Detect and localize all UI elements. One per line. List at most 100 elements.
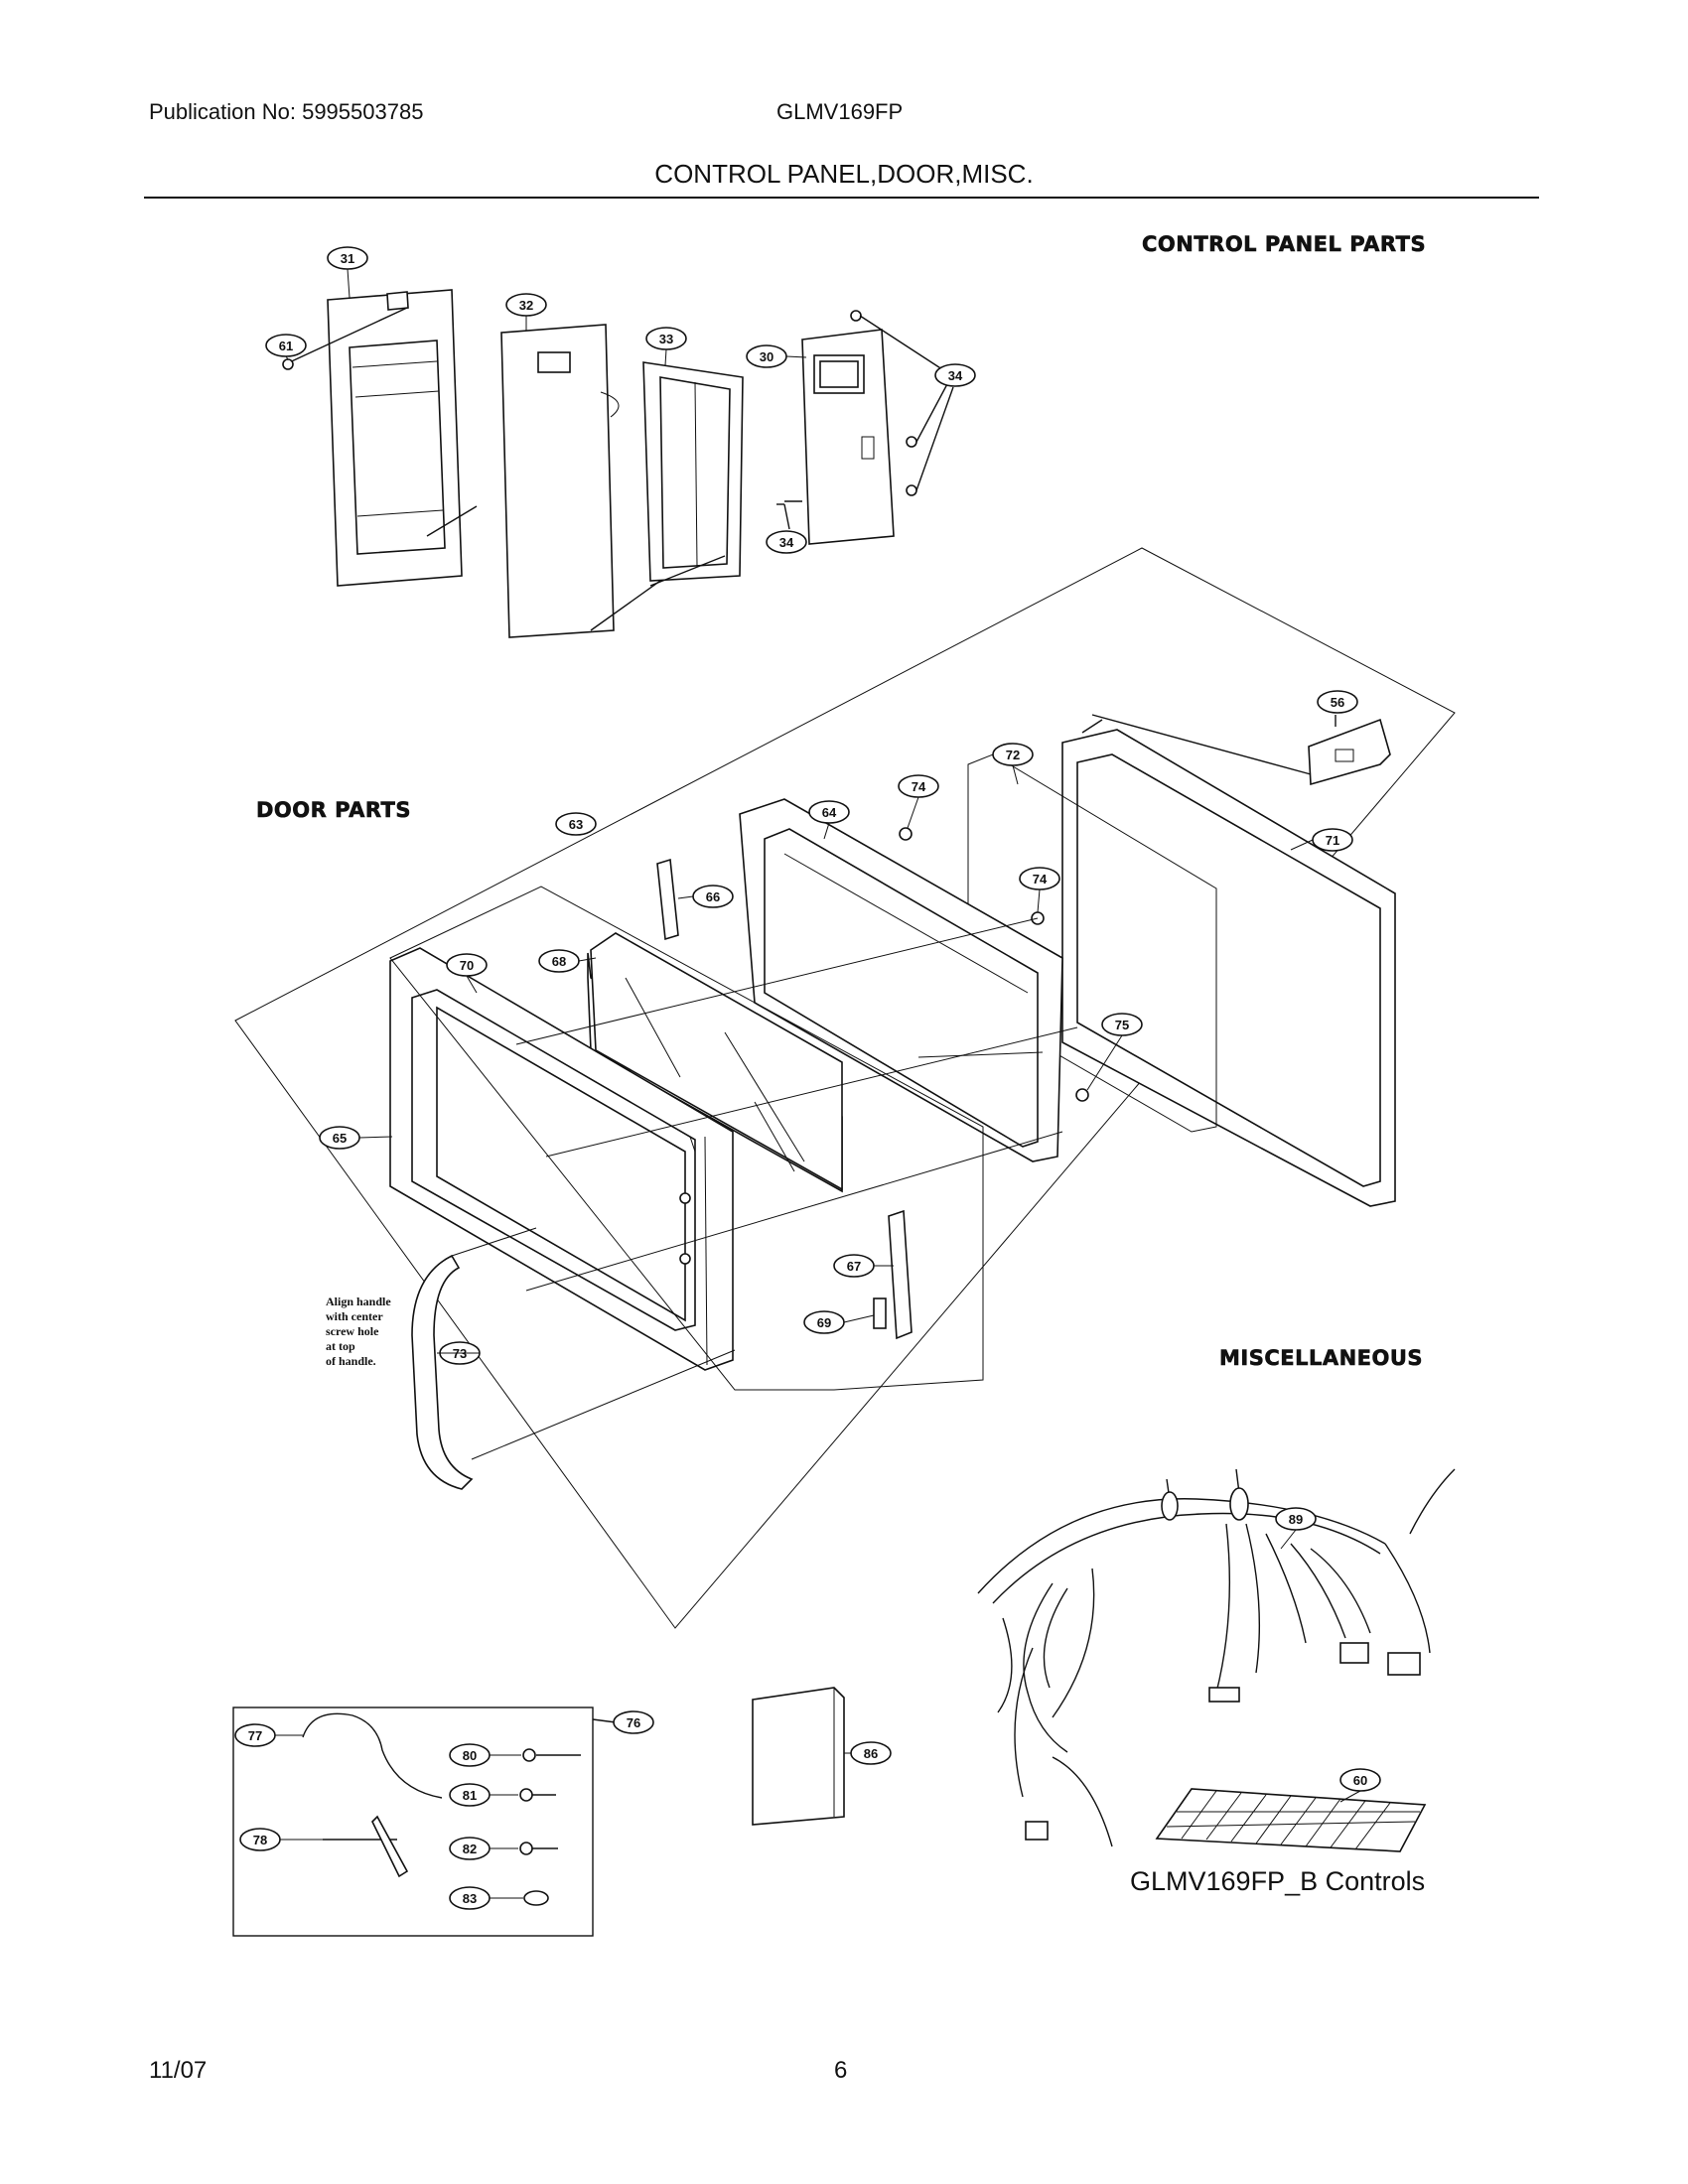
control-bracket — [642, 361, 744, 587]
door-assembly-outline — [389, 886, 984, 1391]
callout-60: 60 — [1339, 1768, 1381, 1792]
svg-text:63: 63 — [569, 817, 583, 832]
svg-text:80: 80 — [463, 1748, 477, 1763]
callout-70: 70 — [446, 953, 488, 977]
svg-text:33: 33 — [659, 332, 673, 346]
publication-number: Publication No: 5995503785 — [149, 99, 424, 124]
callout-64: 64 — [808, 800, 850, 824]
svg-text:77: 77 — [248, 1728, 262, 1743]
footer-page-number: 6 — [834, 2057, 848, 2084]
svg-text:70: 70 — [460, 958, 474, 973]
callout-77: 77 — [234, 1723, 276, 1747]
model-number: GLMV169FP — [776, 99, 904, 124]
wiring-harness — [977, 1468, 1456, 1847]
svg-text:72: 72 — [1006, 748, 1020, 762]
callout-80: 80 — [449, 1743, 491, 1767]
mounting-hardware-kit — [232, 1706, 617, 1937]
svg-text:at top: at top — [326, 1339, 355, 1353]
svg-text:64: 64 — [822, 805, 837, 820]
misc-parts — [232, 1468, 1456, 1937]
svg-text:Align handle: Align handle — [326, 1295, 391, 1308]
callout-81: 81 — [449, 1783, 491, 1807]
callout-74: 74 — [898, 774, 939, 798]
svg-text:66: 66 — [706, 889, 720, 904]
callout-66: 66 — [692, 885, 734, 908]
svg-text:60: 60 — [1353, 1773, 1367, 1788]
svg-text:65: 65 — [333, 1131, 347, 1146]
callout-61: 61 — [265, 334, 307, 357]
callout-33: 33 — [645, 327, 687, 350]
svg-text:89: 89 — [1289, 1512, 1303, 1527]
callout-34: 34 — [766, 530, 807, 554]
svg-text:82: 82 — [463, 1842, 477, 1856]
choke-strip — [656, 858, 679, 941]
door-parts — [234, 547, 1456, 1629]
svg-text:69: 69 — [817, 1315, 831, 1330]
callout-74: 74 — [1019, 867, 1060, 890]
shield-sheet — [1155, 1788, 1427, 1852]
svg-text:78: 78 — [253, 1833, 267, 1847]
svg-text:86: 86 — [864, 1746, 878, 1761]
inner-door-frame — [739, 798, 1063, 1162]
callout-82: 82 — [449, 1837, 491, 1860]
callout-34: 34 — [934, 363, 976, 387]
callout-89: 89 — [1275, 1507, 1317, 1531]
callout-30: 30 — [746, 344, 787, 368]
callout-83: 83 — [449, 1886, 491, 1910]
section-label-misc: MISCELLANEOUS — [1219, 1346, 1423, 1370]
callout-63: 63 — [555, 812, 597, 836]
door-window — [587, 932, 843, 1193]
svg-text:screw hole: screw hole — [326, 1324, 379, 1338]
screw-61 — [282, 358, 294, 370]
svg-text:of handle.: of handle. — [326, 1354, 376, 1368]
svg-text:32: 32 — [519, 298, 533, 313]
section-label-door: DOOR PARTS — [256, 798, 411, 822]
control-panel-parts — [282, 289, 954, 638]
callout-67: 67 — [833, 1254, 875, 1278]
svg-text:74: 74 — [912, 779, 926, 794]
handle-alignment-note: Align handle with center screw hole at t… — [326, 1295, 391, 1368]
svg-text:83: 83 — [463, 1891, 477, 1906]
outer-door — [389, 947, 734, 1371]
owners-manual — [752, 1687, 845, 1826]
diagram-caption: GLMV169FP_B Controls — [1130, 1866, 1425, 1896]
control-panel-frame — [282, 289, 478, 587]
svg-text:56: 56 — [1331, 695, 1344, 710]
svg-text:30: 30 — [760, 349, 774, 364]
callouts: 31 61 32 33 30 34 34 56 72 71 64 74 74 6… — [234, 246, 1381, 1910]
svg-text:61: 61 — [279, 339, 293, 353]
control-board — [776, 310, 917, 545]
svg-text:67: 67 — [847, 1259, 861, 1274]
callout-68: 68 — [538, 949, 580, 973]
callout-86: 86 — [850, 1741, 892, 1765]
callout-78: 78 — [239, 1828, 281, 1851]
callout-leaders — [275, 268, 1361, 1899]
svg-text:74: 74 — [1033, 872, 1048, 887]
callout-75: 75 — [1101, 1013, 1143, 1036]
door-bracket — [1091, 714, 1391, 786]
footer-date: 11/07 — [149, 2057, 208, 2084]
callout-69: 69 — [803, 1310, 845, 1334]
door-latch — [873, 1209, 913, 1340]
door-liner — [1061, 719, 1396, 1207]
callout-56: 56 — [1317, 690, 1358, 714]
svg-text:68: 68 — [552, 954, 566, 969]
page-title: CONTROL PANEL,DOOR,MISC. — [654, 159, 1034, 189]
svg-text:75: 75 — [1115, 1018, 1129, 1032]
callout-72: 72 — [992, 743, 1034, 766]
door-handle — [411, 1254, 474, 1490]
svg-text:71: 71 — [1326, 833, 1339, 848]
svg-text:81: 81 — [463, 1788, 477, 1803]
svg-text:34: 34 — [948, 368, 963, 383]
callout-32: 32 — [505, 293, 547, 317]
title-rule — [144, 197, 1539, 199]
callout-31: 31 — [327, 246, 368, 270]
svg-text:76: 76 — [627, 1715, 640, 1730]
callout-71: 71 — [1312, 828, 1353, 852]
section-label-control-panel: CONTROL PANEL PARTS — [1142, 232, 1426, 256]
svg-text:with center: with center — [326, 1309, 383, 1323]
callout-76: 76 — [613, 1710, 654, 1734]
svg-text:34: 34 — [779, 535, 794, 550]
svg-text:31: 31 — [341, 251, 354, 266]
